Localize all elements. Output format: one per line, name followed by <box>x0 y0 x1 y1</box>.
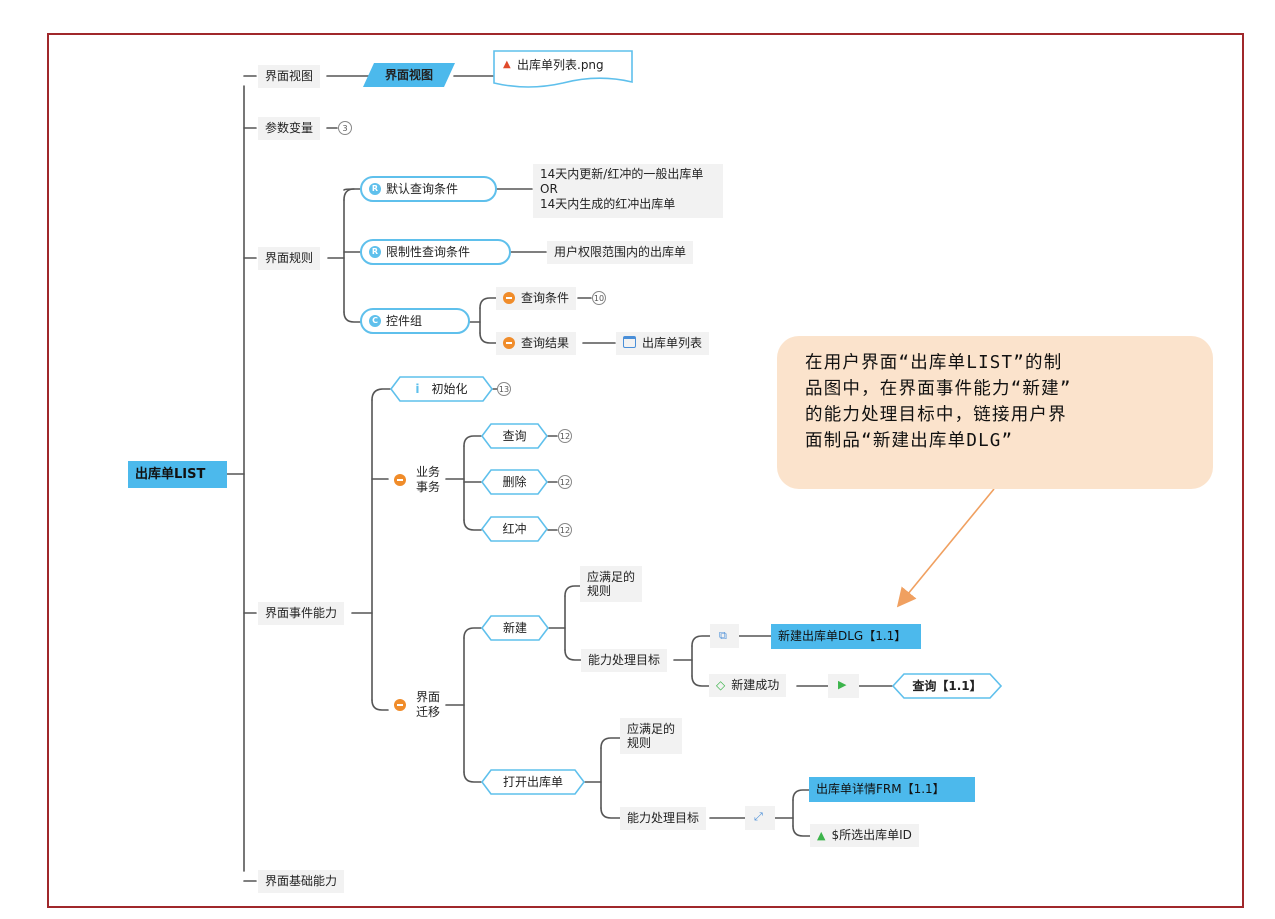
init-label: 初始化 <box>431 381 468 396</box>
controls-label: 控件组 <box>386 313 423 328</box>
annotation-callout: 在用户界面“出库单LIST”的制 品图中，在界面事件能力“新建” 的能力处理目标… <box>777 336 1213 489</box>
detail-frm-node[interactable]: 出库单详情FRM【1.1】 <box>809 777 975 802</box>
events-node[interactable]: 界面事件能力 <box>258 602 345 625</box>
result-list-node[interactable]: 出库单列表 <box>616 332 710 355</box>
query-result-label: 查询结果 <box>521 336 570 350</box>
selected-id-node[interactable]: ▲ $所选出库单ID <box>810 824 919 847</box>
biz-item-count-badge: 12 <box>558 475 572 489</box>
query-ref-shape <box>892 673 1002 699</box>
query-ref-node[interactable]: 查询【1.1】 <box>892 673 1002 699</box>
biz-item-delete[interactable]: 删除 <box>481 469 548 495</box>
open-rules-node[interactable]: 应满足的 规则 <box>620 718 683 754</box>
rules-node[interactable]: 界面规则 <box>258 247 321 270</box>
init-shape <box>390 376 493 402</box>
open-label: 打开出库单 <box>502 774 563 789</box>
query-ref-label: 查询【1.1】 <box>912 678 982 693</box>
biz-item-count-badge: 12 <box>558 429 572 443</box>
rule-icon: R <box>369 183 381 195</box>
default-query-text: 14天内更新/红冲的一般出库单 OR 14天内生成的红冲出库单 <box>533 164 723 218</box>
play-icon: ▶ <box>838 678 847 691</box>
expand-icon-node[interactable]: ⤢ <box>745 806 775 830</box>
play-icon-node[interactable]: ▶ <box>828 674 859 698</box>
window-icon <box>623 336 636 348</box>
root-node[interactable]: 出库单LIST <box>128 461 227 488</box>
controls-node[interactable]: C 控件组 <box>360 308 470 334</box>
query-result-node[interactable]: 查询结果 <box>496 332 577 355</box>
biz-item-label: 查询 <box>502 428 527 443</box>
new-label: 新建 <box>502 620 527 635</box>
open-target-node[interactable]: 能力处理目标 <box>620 807 707 830</box>
result-list-label: 出库单列表 <box>642 336 703 350</box>
query-cond-count-badge: 10 <box>592 291 606 305</box>
params-count-badge: 3 <box>338 121 352 135</box>
new-success-label: 新建成功 <box>731 678 780 692</box>
init-node[interactable]: i 初始化 <box>390 376 493 402</box>
rule-icon: R <box>369 246 381 258</box>
info-icon: i <box>415 381 420 396</box>
link-icon: ⧉ <box>719 629 727 642</box>
biz-item-shape <box>481 423 548 449</box>
arrow-circle-icon <box>394 474 406 486</box>
biz-item-shape <box>481 516 548 542</box>
triangle-icon: ▲ <box>817 829 826 842</box>
file-doc-shape <box>493 50 633 88</box>
default-query-label: 默认查询条件 <box>386 181 459 196</box>
basic-node[interactable]: 界面基础能力 <box>258 870 345 893</box>
default-query-line-1: 14天内更新/红冲的一般出库单 <box>540 167 704 181</box>
biz-item-shape <box>481 469 548 495</box>
default-query-line-3: 14天内生成的红冲出库单 <box>540 197 676 211</box>
params-node[interactable]: 参数变量 <box>258 117 321 140</box>
init-count-badge: 13 <box>497 382 511 396</box>
biz-node[interactable]: 业务 事务 <box>390 464 446 496</box>
biz-item-label: 红冲 <box>502 521 527 536</box>
view-tag[interactable]: 界面视图 <box>362 62 456 88</box>
link-icon-node[interactable]: ⧉ <box>710 624 739 648</box>
new-rules-node[interactable]: 应满足的 规则 <box>580 566 643 602</box>
nav-label: 界面 迁移 <box>416 690 441 719</box>
new-node[interactable]: 新建 <box>481 615 549 641</box>
view-tag-shape <box>363 63 455 87</box>
biz-item-count-badge: 12 <box>558 523 572 537</box>
arrow-circle-icon <box>394 699 406 711</box>
query-cond-label: 查询条件 <box>521 291 570 305</box>
open-shape <box>481 769 585 795</box>
diagram-frame <box>47 33 1244 908</box>
new-shape <box>481 615 549 641</box>
control-group-icon: C <box>369 315 381 327</box>
restrict-query-text: 用户权限范围内的出库单 <box>547 241 694 264</box>
view-tag-label: 界面视图 <box>384 67 433 82</box>
query-cond-node[interactable]: 查询条件 <box>496 287 577 310</box>
selected-id-label: $所选出库单ID <box>831 828 912 842</box>
view-node[interactable]: 界面视图 <box>258 65 321 88</box>
arrow-circle-icon <box>503 292 515 304</box>
biz-item-query[interactable]: 查询 <box>481 423 548 449</box>
new-success-node[interactable]: ◇ 新建成功 <box>709 674 787 697</box>
open-node[interactable]: 打开出库单 <box>481 769 585 795</box>
expand-icon: ⤢ <box>754 810 763 823</box>
diamond-icon: ◇ <box>716 678 726 692</box>
restrict-query-node[interactable]: R 限制性查询条件 <box>360 239 511 265</box>
default-query-line-2: OR <box>540 182 558 196</box>
restrict-query-label: 限制性查询条件 <box>386 244 471 259</box>
biz-item-label: 删除 <box>502 474 527 489</box>
view-file-node[interactable]: ▲ 出库单列表.png <box>493 50 633 90</box>
new-dlg-node[interactable]: 新建出库单DLG【1.1】 <box>771 624 921 649</box>
new-target-node[interactable]: 能力处理目标 <box>581 649 668 672</box>
biz-item-redflush[interactable]: 红冲 <box>481 516 548 542</box>
default-query-node[interactable]: R 默认查询条件 <box>360 176 497 202</box>
image-file-icon: ▲ <box>503 59 511 70</box>
biz-label: 业务 事务 <box>416 465 441 494</box>
nav-node[interactable]: 界面 迁移 <box>390 689 446 721</box>
arrow-circle-icon <box>503 337 515 349</box>
view-file-label: 出库单列表.png <box>517 58 604 72</box>
